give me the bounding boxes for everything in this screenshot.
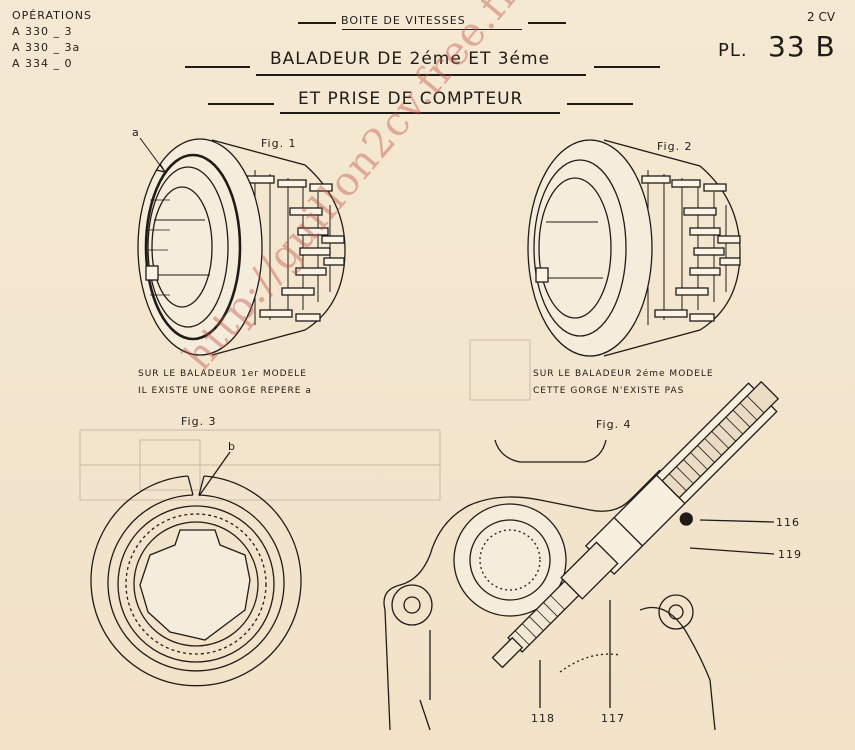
plate-prefix: PL. (718, 40, 748, 61)
callout-116: 116 (776, 516, 800, 529)
header-rule (298, 22, 336, 24)
operation-code: A 330 _ 3 (12, 25, 73, 38)
fig3-marker-b: b (228, 440, 236, 453)
fig1-gear-drawing (137, 137, 346, 356)
fig4-housing-drawing (383, 380, 780, 731)
operation-code: A 334 _ 0 (12, 57, 73, 70)
plate-number: 33 B (768, 30, 836, 63)
title-rule (594, 66, 660, 68)
fig3-ring-drawing (90, 451, 302, 687)
fig2-gear-drawing (527, 139, 741, 357)
title-rule (567, 103, 633, 105)
title-underline (280, 112, 560, 114)
callout-117: 117 (601, 712, 625, 725)
fig1-label: Fig. 1 (261, 137, 297, 150)
model-label: 2 CV (807, 10, 836, 24)
fig1-marker-a: a (132, 126, 140, 139)
plate-title-line1: BALADEUR DE 2éme ET 3éme (270, 49, 551, 69)
plate-title-line2: ET PRISE DE COMPTEUR (298, 89, 524, 109)
fig1-caption-line1: SUR LE BALADEUR 1er MODELE (138, 369, 307, 379)
section-underline (342, 29, 522, 30)
header-rule (528, 22, 566, 24)
fig2-caption-line2: CETTE GORGE N'EXISTE PAS (533, 386, 685, 396)
title-underline (256, 74, 586, 76)
fig1-caption-line2: IL EXISTE UNE GORGE REPERE a (138, 386, 312, 396)
operations-heading: OPÉRATIONS (12, 9, 92, 22)
operation-code: A 330 _ 3a (12, 41, 81, 54)
callout-118: 118 (531, 712, 555, 725)
fig4-label: Fig. 4 (596, 418, 632, 431)
fig2-label: Fig. 2 (657, 140, 693, 153)
ghost-drawing (79, 339, 531, 501)
fig3-label: Fig. 3 (181, 415, 217, 428)
section-title: BOITE DE VITESSES (341, 14, 466, 27)
callout-119: 119 (778, 548, 802, 561)
title-rule (185, 66, 250, 68)
fig2-caption-line1: SUR LE BALADEUR 2éme MODELE (533, 369, 714, 379)
title-rule (208, 103, 274, 105)
